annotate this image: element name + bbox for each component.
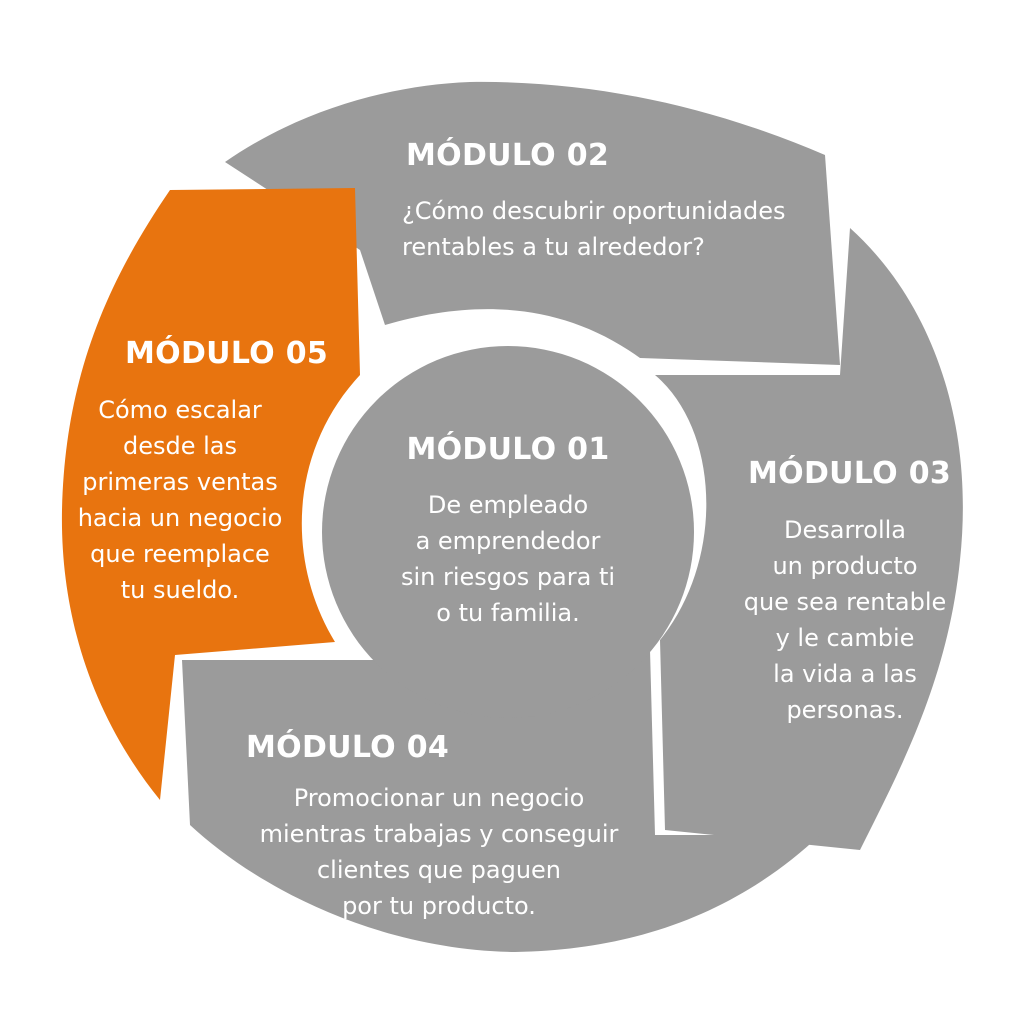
module-03-segment[interactable]: [655, 228, 963, 850]
module-04-segment[interactable]: [182, 650, 820, 952]
module-05-segment[interactable]: [61, 188, 361, 800]
module-02-description: ¿Cómo descubrir oportunidades rentables …: [402, 197, 786, 261]
module-03-title: MÓDULO 03: [748, 456, 952, 491]
module-03-description: Desarrolla un producto que sea rentable …: [743, 516, 947, 724]
module-02-segment[interactable]: [225, 81, 840, 365]
module-01-description: De empleado a emprendedor sin riesgos pa…: [400, 491, 616, 627]
module-02-title: MÓDULO 02: [406, 138, 610, 173]
module-01-circle[interactable]: [322, 346, 694, 718]
module-01-title: MÓDULO 01: [406, 432, 610, 467]
module-05-description: Cómo escalar desde las primeras ventas h…: [77, 396, 283, 604]
module-04-title: MÓDULO 04: [246, 730, 450, 765]
module-04-description: Promocionar un negocio mientras trabajas…: [259, 784, 619, 920]
module-05-title: MÓDULO 05: [125, 336, 329, 371]
